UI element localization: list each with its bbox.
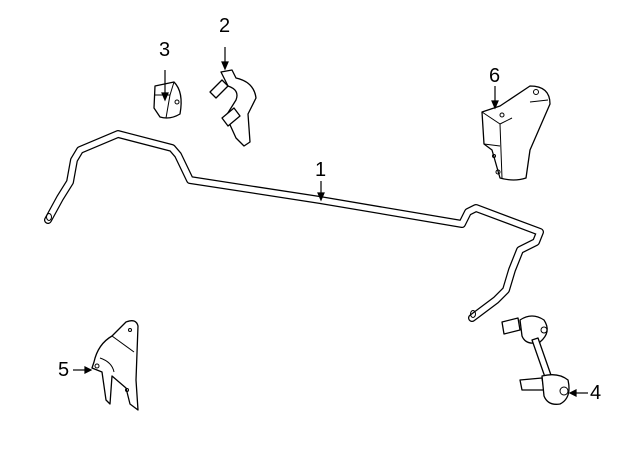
stabilizer-bar[interactable] bbox=[44, 130, 544, 322]
callout-5: 5 bbox=[58, 359, 70, 381]
callout-arrows bbox=[73, 47, 588, 397]
callout-6: 6 bbox=[489, 65, 501, 87]
stabilizer-link-part[interactable] bbox=[501, 315, 570, 405]
callout-2: 2 bbox=[219, 15, 231, 37]
callout-3: 3 bbox=[159, 39, 171, 61]
callout-4: 4 bbox=[590, 382, 602, 404]
mount-bracket-left-part[interactable] bbox=[91, 320, 139, 411]
mount-bracket-right-part[interactable] bbox=[481, 85, 551, 181]
bracket-part[interactable] bbox=[209, 69, 257, 147]
callout-1: 1 bbox=[315, 159, 327, 181]
bushing-part[interactable] bbox=[153, 81, 182, 119]
